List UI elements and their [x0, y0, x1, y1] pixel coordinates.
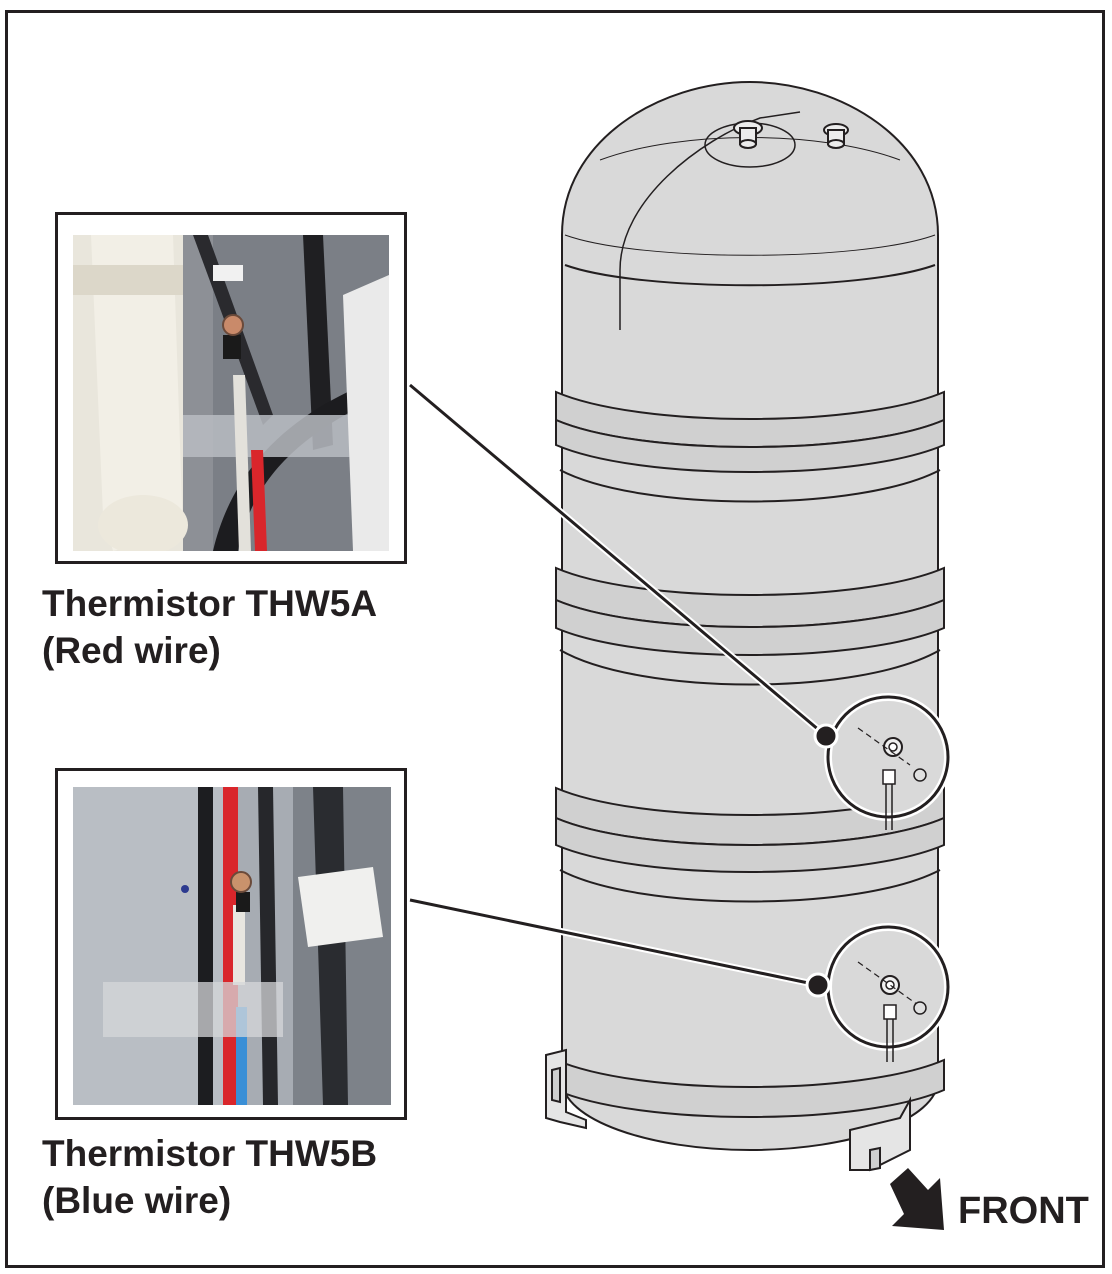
front-arrow-icon: [890, 1168, 944, 1230]
leader-line-upper: [407, 382, 839, 749]
mounting-brackets: [545, 1048, 911, 1172]
sensor-detail-upper: [824, 693, 952, 830]
caption-thw5b-title: Thermistor THW5B: [42, 1133, 378, 1174]
caption-thw5a-wire: (Red wire): [42, 630, 221, 671]
thw5b-photo-image: [73, 787, 391, 1105]
thw5a-wire: [251, 450, 267, 551]
leader-line-lower: [409, 896, 831, 998]
front-label: FRONT: [958, 1190, 1089, 1232]
caption-thw5b-wire: (Blue wire): [42, 1180, 232, 1221]
caption-thw5b: Thermistor THW5B (Blue wire): [42, 1130, 377, 1224]
tank: [555, 80, 945, 1152]
caption-thw5a-title: Thermistor THW5A: [42, 583, 378, 624]
photo-thermistor-thw5a: [55, 212, 407, 564]
thw5a-photo-image: [73, 235, 389, 551]
top-nozzles: [733, 120, 849, 149]
photo-thermistor-thw5b: [55, 768, 407, 1120]
caption-thw5a: Thermistor THW5A (Red wire): [42, 580, 377, 674]
